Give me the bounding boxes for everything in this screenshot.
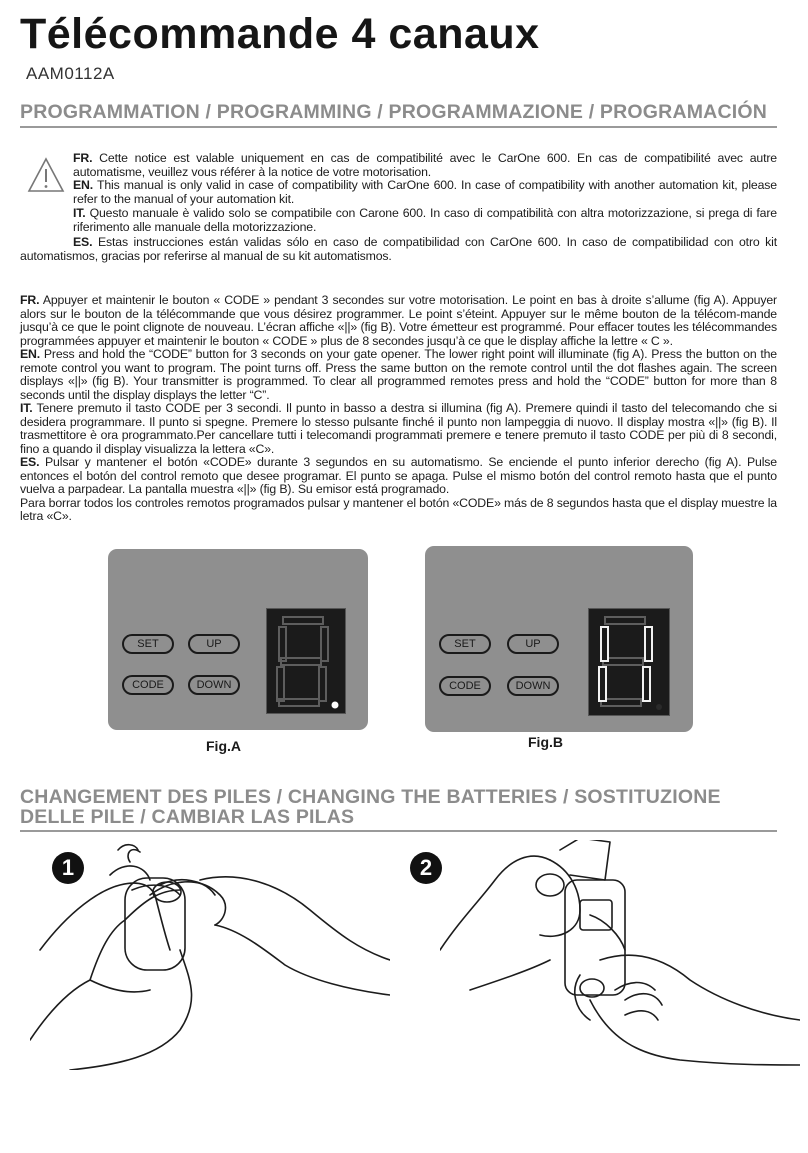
notice-fr-text: Cette notice est valable uniquement en c… [73,151,777,179]
lang-tag-es: ES. [73,235,93,249]
programming-heading: PROGRAMMATION / PROGRAMMING / PROGRAMMAZ… [20,101,768,123]
lang-tag-en: EN. [20,347,41,361]
hand-opening-remote-illustration [30,843,390,1070]
instructions-es-clear: Para borrar todos los controles remotos … [20,495,777,523]
hand-battery-change-illustration [440,840,800,1066]
code-button: CODE [439,676,491,696]
instructions-en-text: Press and hold the “CODE” button for 3 s… [20,347,777,402]
figure-b-panel: SET UP CODE DOWN [425,546,693,732]
notice-en-text: This manual is only valid in case of com… [73,178,777,206]
set-button: SET [122,634,174,654]
warning-icon [27,157,65,192]
figure-a-panel: SET UP CODE DOWN [108,549,368,730]
instructions-it: IT. Tenere premuto il tasto CODE per 3 s… [20,401,777,456]
lang-tag-it: IT. [73,206,86,220]
set-button: SET [439,634,491,654]
notice-fr: FR. Cette notice est valable uniquement … [73,151,777,179]
instructions-it-text: Tenere premuto il tasto CODE per 3 secon… [20,401,777,456]
code-button: CODE [122,675,174,695]
seven-segment-display [588,608,670,716]
batteries-heading-line2: DELLE PILE / CAMBIAR LAS PILAS [20,806,355,828]
lang-tag-fr: FR. [20,293,40,307]
display-digit-lit [598,616,662,710]
up-button: UP [188,634,240,654]
figure-a-caption: Fig.A [206,738,241,754]
seven-segment-display [266,608,346,714]
notice-es: ES. Estas instrucciones están validas só… [20,235,777,263]
instructions-fr-text: Appuyer et maintenir le bouton « CODE » … [20,293,777,348]
lang-tag-it: IT. [20,401,33,415]
up-button: UP [507,634,559,654]
notice-it: IT. Questo manuale è valido solo se comp… [73,206,777,234]
instructions-fr: FR. Appuyer et maintenir le bouton « COD… [20,293,777,348]
notice-it-text: Questo manuale è valido solo se compatib… [73,206,777,234]
instructions-en: EN. Press and hold the “CODE” button for… [20,347,777,402]
instructions-es: ES. Pulsar y mantener el botón «CODE» du… [20,455,777,497]
notice-en: EN. This manual is only valid in case of… [73,178,777,206]
notice-es-text: Estas instrucciones están validas sólo e… [20,235,777,263]
batteries-heading-line1: CHANGEMENT DES PILES / CHANGING THE BATT… [20,786,721,808]
step-2-badge: 2 [410,852,442,884]
lang-tag-fr: FR. [73,151,93,165]
divider [20,126,777,128]
indicator-dot [656,704,662,710]
divider [20,830,777,832]
step-1-badge: 1 [52,852,84,884]
instructions-block: FR. Appuyer et maintenir le bouton « COD… [20,293,777,524]
display-digit-dark [276,616,339,709]
down-button: DOWN [188,675,240,695]
figure-b-caption: Fig.B [528,734,563,750]
lang-tag-en: EN. [73,178,94,192]
page-title: Télécommande 4 canaux [20,10,540,58]
instructions-es-text: Pulsar y mantener el botón «CODE» durant… [20,455,777,496]
product-code: AAM0112A [26,64,115,83]
down-button: DOWN [507,676,559,696]
lang-tag-es: ES. [20,455,40,469]
indicator-dot [331,701,339,709]
